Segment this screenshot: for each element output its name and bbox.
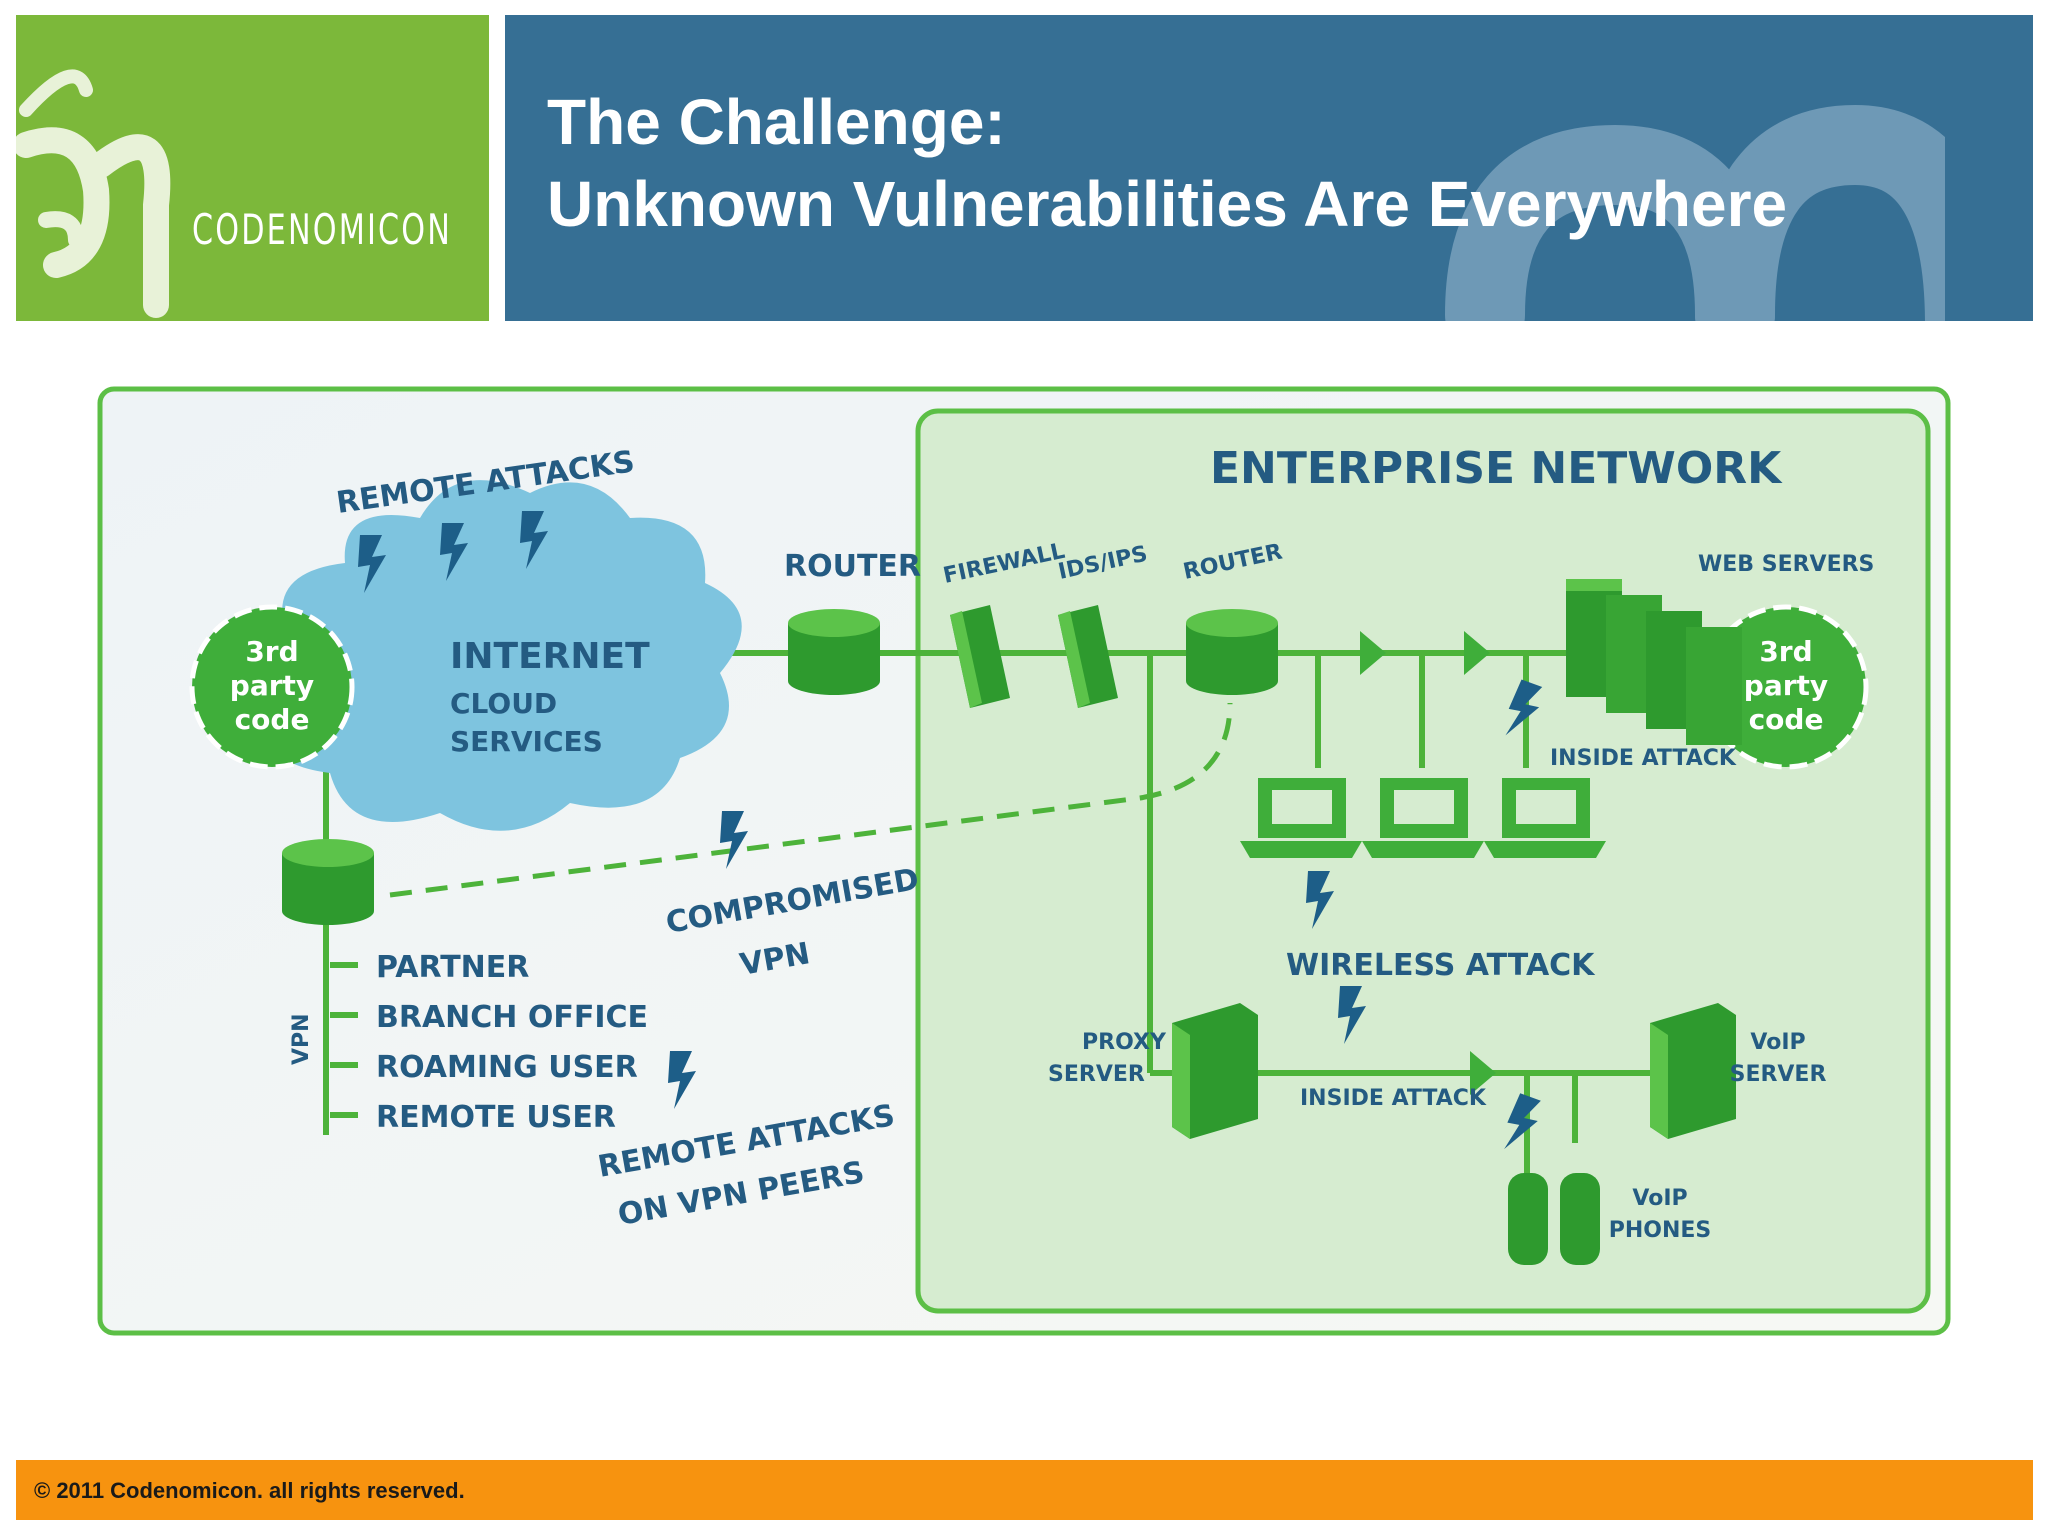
svg-text:code: code: [1749, 703, 1824, 736]
svg-text:3rd: 3rd: [245, 635, 298, 668]
laptop-icons: [1240, 778, 1606, 858]
logo-text: CODENOMICON: [192, 205, 453, 254]
voip-server-label-2: SERVER: [1730, 1062, 1827, 1087]
compromised-vpn-path: [389, 702, 1233, 898]
title-line-2: Unknown Vulnerabilities Are Everywhere: [547, 168, 1788, 240]
web-servers-label: WEB SERVERS: [1698, 552, 1874, 577]
codenomicon-logo-mark: [16, 69, 171, 318]
inside-attack-bottom-label: INSIDE ATTACK: [1300, 1086, 1487, 1111]
proxy-label-1: PROXY: [1082, 1030, 1167, 1055]
proxy-label-2: SERVER: [1048, 1062, 1145, 1087]
cloud-label-1: CLOUD: [450, 687, 557, 720]
title-panel: The Challenge: Unknown Vulnerabilities A…: [505, 15, 2033, 321]
inside-attack-top-label: INSIDE ATTACK: [1550, 746, 1737, 771]
vpn-peer-branch-office: BRANCH OFFICE: [376, 1000, 648, 1035]
wireless-attack-label: WIRELESS ATTACK: [1286, 948, 1596, 983]
proxy-server-icon: [1172, 1003, 1258, 1139]
laptop-icon: [1362, 778, 1484, 858]
laptop-icon: [1484, 778, 1606, 858]
outer-router-label: ROUTER: [784, 549, 921, 584]
outer-router-icon: [788, 609, 880, 695]
third-party-badge-left: 3rd party code: [189, 604, 355, 770]
title-line-1: The Challenge:: [547, 86, 1006, 158]
enterprise-network-label: ENTERPRISE NETWORK: [1210, 443, 1783, 494]
logo-panel: CODENOMICON: [16, 15, 489, 321]
enterprise-zone: [915, 408, 1931, 1314]
firewall-icon: [950, 605, 1010, 708]
svg-text:code: code: [235, 703, 310, 736]
voip-phones-label-1: VoIP: [1632, 1186, 1687, 1211]
voip-server-icon: [1650, 1003, 1736, 1139]
footer-bar: © 2011 Codenomicon. all rights reserved.: [16, 1460, 2033, 1520]
flow-arrows: [1360, 631, 1496, 1095]
svg-text:party: party: [230, 669, 314, 702]
internet-label: INTERNET: [450, 636, 650, 677]
cloud-label-2: SERVICES: [450, 725, 603, 758]
inner-router-icon: [1186, 609, 1278, 695]
voip-phones-icon: [1508, 1173, 1600, 1265]
network-diagram: INTERNET CLOUD SERVICES 3rd party code 3…: [97, 386, 1951, 1336]
vpn-peer-roaming-user: ROAMING USER: [376, 1050, 638, 1085]
copyright-text: © 2011 Codenomicon. all rights reserved.: [34, 1478, 465, 1503]
voip-server-label-1: VoIP: [1750, 1030, 1805, 1055]
vpn-router-icon: [282, 839, 374, 925]
vpn-label: VPN: [289, 1013, 314, 1065]
laptop-icon: [1240, 778, 1362, 858]
watermark-icon: [1445, 104, 1945, 321]
svg-text:3rd: 3rd: [1759, 635, 1812, 668]
svg-text:party: party: [1744, 669, 1828, 702]
vpn-peer-remote-user: REMOTE USER: [376, 1100, 616, 1135]
vpn-peer-partner: PARTNER: [376, 950, 529, 985]
web-servers-icon: [1566, 579, 1742, 745]
ids-ips-icon: [1058, 605, 1118, 708]
voip-phones-label-2: PHONES: [1609, 1218, 1712, 1243]
